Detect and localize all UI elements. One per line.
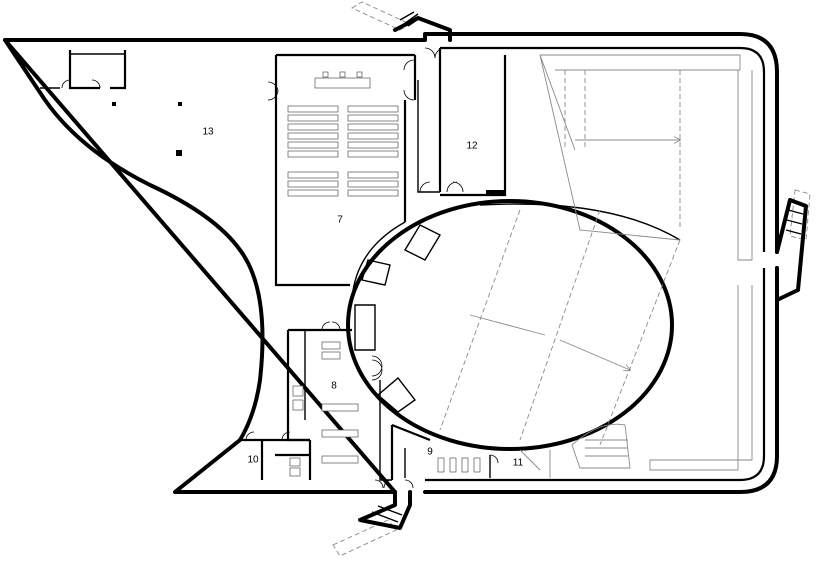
hall-ring-walls <box>351 221 441 413</box>
room-13-foyer <box>40 50 182 156</box>
room-label-7: 7 <box>337 215 343 226</box>
seating-rows-top <box>287 105 399 158</box>
room-10 <box>240 431 310 480</box>
room-7-seminar-hall <box>267 53 417 287</box>
right-entry-stair <box>775 189 811 302</box>
room-12 <box>417 48 507 197</box>
room-label-11: 11 <box>513 458 524 469</box>
room-label-12: 12 <box>466 141 478 152</box>
main-auditorium <box>346 54 753 478</box>
room-8 <box>286 321 392 481</box>
room-labels: 13 12 7 8 9 10 11 <box>202 127 523 469</box>
seating-rows-bottom <box>287 171 399 197</box>
room-label-10: 10 <box>247 455 259 466</box>
room-label-9: 9 <box>427 447 433 458</box>
room-label-13: 13 <box>202 127 214 138</box>
top-entry-stair <box>351 1 452 59</box>
exterior-walls <box>3 32 779 494</box>
room-9 <box>390 423 499 480</box>
room-label-8: 8 <box>331 381 337 392</box>
